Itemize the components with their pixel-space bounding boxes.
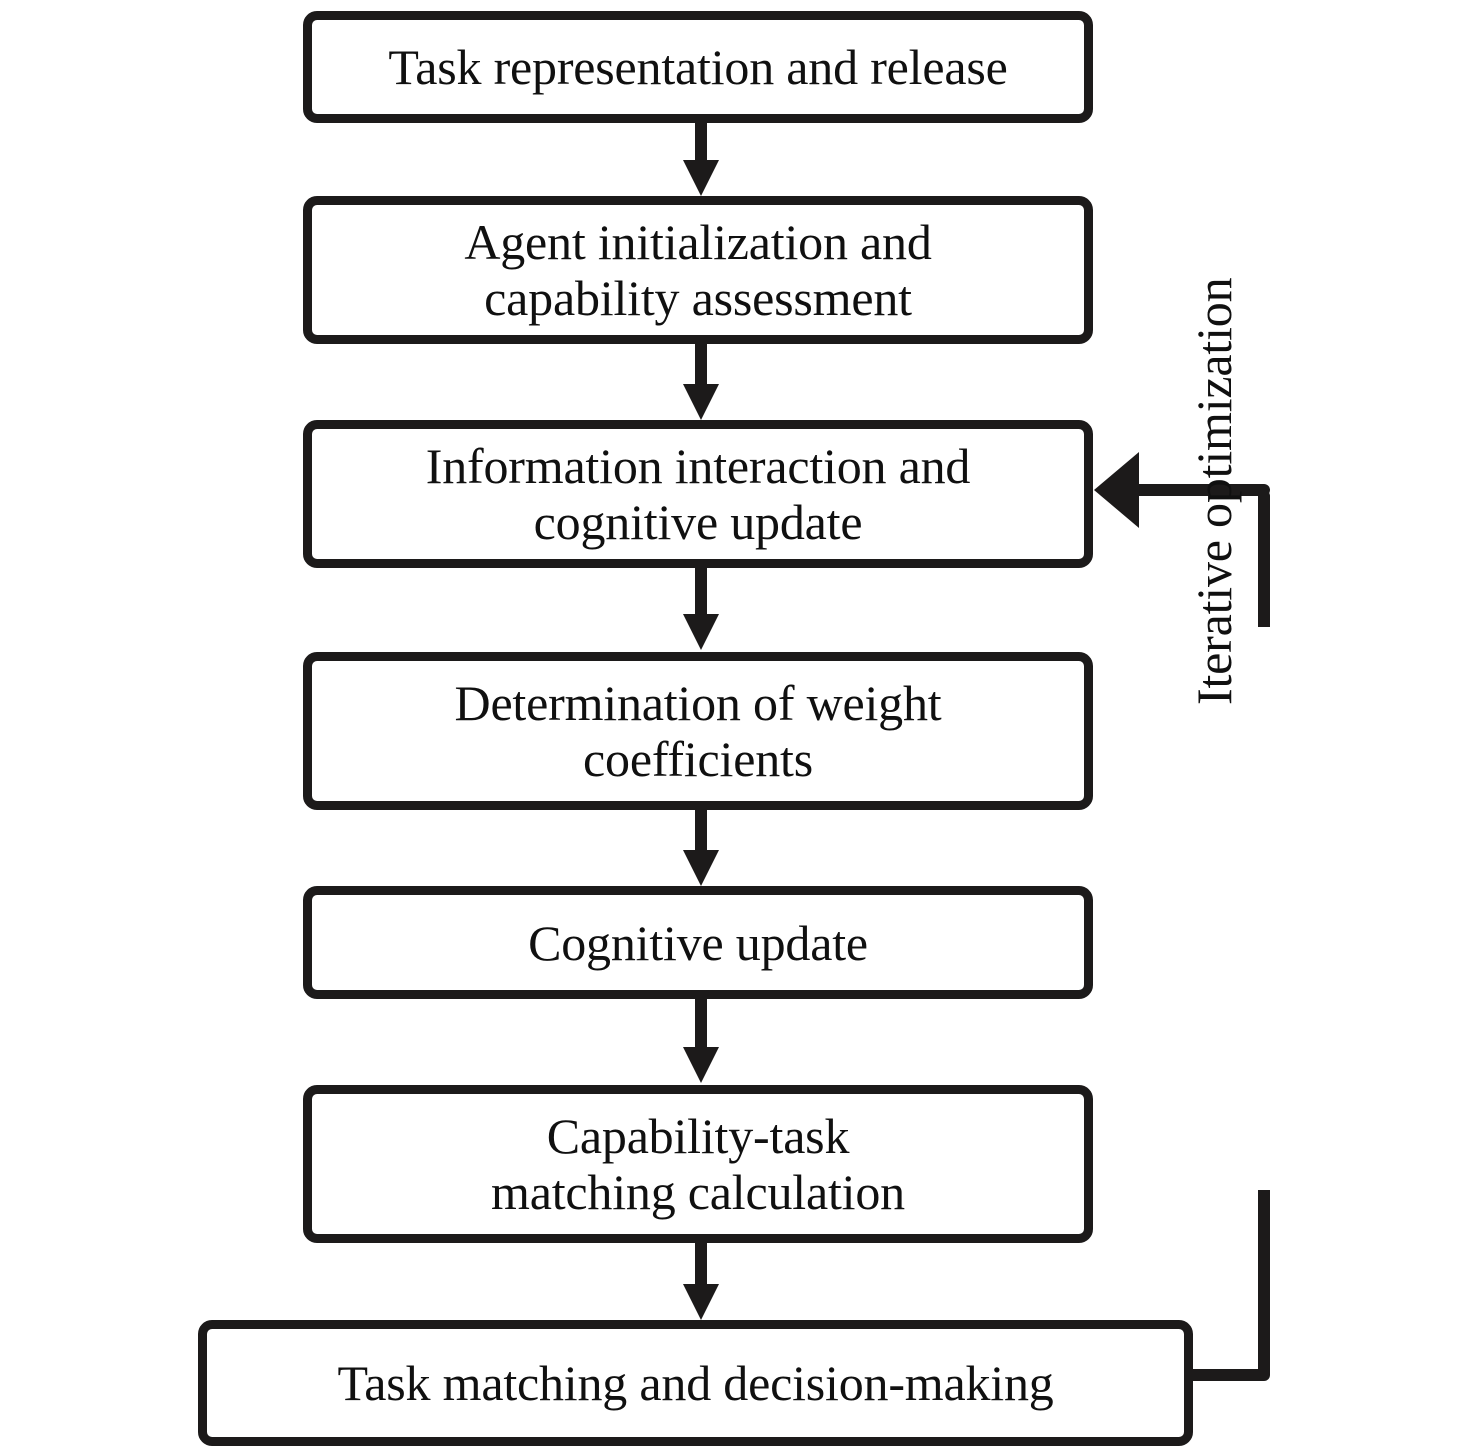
flow-node-capability-task-matching-calculation[interactable]: Capability-task matching calculation bbox=[303, 1085, 1093, 1243]
arrow-head-down-icon bbox=[683, 384, 719, 420]
feedback-segment-bottom-horizontal bbox=[1186, 1369, 1270, 1381]
arrow-shaft bbox=[695, 1243, 707, 1286]
feedback-loop-label: Iterative optimization bbox=[1186, 277, 1242, 705]
flow-node-label: Information interaction and cognitive up… bbox=[425, 438, 971, 550]
arrow-head-left-icon bbox=[1094, 452, 1139, 528]
flow-node-label: Task representation and release bbox=[388, 39, 1008, 95]
flow-node-task-representation-and-release[interactable]: Task representation and release bbox=[303, 11, 1093, 123]
arrow-down-n2-to-n3 bbox=[683, 344, 719, 420]
flow-node-agent-initialization-and-capability-assessment[interactable]: Agent initialization and capability asse… bbox=[303, 196, 1093, 344]
feedback-segment-vertical-upper bbox=[1258, 490, 1270, 627]
flow-node-label: Cognitive update bbox=[528, 914, 868, 971]
arrow-shaft bbox=[695, 568, 707, 616]
arrow-head-down-icon bbox=[683, 1047, 719, 1083]
arrow-shaft bbox=[695, 123, 707, 163]
flow-node-determination-of-weight-coefficients[interactable]: Determination of weight coefficients bbox=[303, 652, 1093, 810]
arrow-down-n3-to-n4 bbox=[683, 568, 719, 652]
feedback-segment-top-horizontal bbox=[1135, 484, 1270, 496]
arrow-head-down-icon bbox=[683, 160, 719, 196]
flow-node-task-matching-and-decision-making[interactable]: Task matching and decision-making bbox=[198, 1320, 1193, 1446]
arrow-head-down-icon bbox=[683, 614, 719, 650]
arrow-down-n6-to-n7 bbox=[683, 1243, 719, 1320]
flow-node-label: Task matching and decision-making bbox=[337, 1355, 1054, 1411]
arrow-down-n1-to-n2 bbox=[683, 123, 719, 196]
arrow-shaft bbox=[695, 999, 707, 1049]
arrow-shaft bbox=[695, 344, 707, 386]
flow-node-label: Capability-task matching calculation bbox=[491, 1108, 905, 1220]
feedback-segment-vertical-lower bbox=[1258, 1190, 1270, 1375]
arrow-head-down-icon bbox=[683, 1284, 719, 1320]
arrow-head-down-icon bbox=[683, 850, 719, 886]
flow-node-label: Determination of weight coefficients bbox=[454, 675, 942, 787]
arrow-down-n5-to-n6 bbox=[683, 999, 719, 1085]
flow-node-label: Agent initialization and capability asse… bbox=[464, 214, 932, 326]
arrow-down-n4-to-n5 bbox=[683, 810, 719, 886]
flow-node-information-interaction-and-cognitive-update[interactable]: Information interaction and cognitive up… bbox=[303, 420, 1093, 568]
arrow-shaft bbox=[695, 810, 707, 852]
flow-node-cognitive-update[interactable]: Cognitive update bbox=[303, 886, 1093, 999]
